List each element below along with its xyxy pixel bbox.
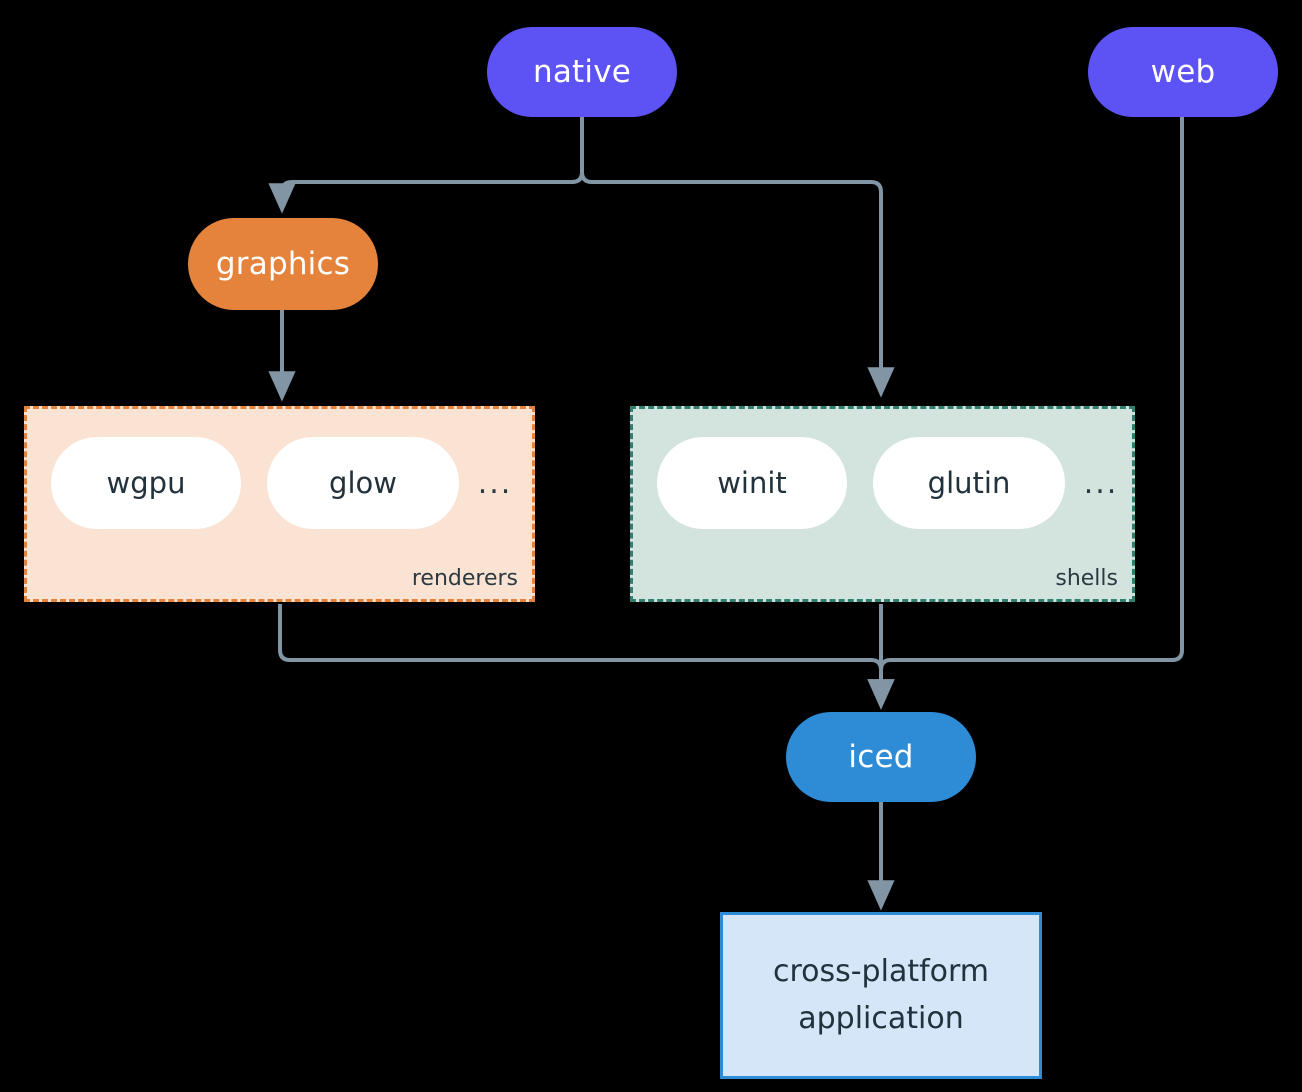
group-renderers: wgpu glow ... renderers — [24, 406, 535, 602]
renderer-item-glow[interactable]: glow — [267, 437, 459, 529]
renderer-item-wgpu-label: wgpu — [106, 466, 186, 500]
edge-native-to-shells — [580, 117, 895, 398]
node-native[interactable]: native — [487, 27, 677, 117]
shell-item-glutin-label: glutin — [927, 466, 1011, 500]
group-renderers-label: renderers — [411, 566, 518, 591]
node-graphics[interactable]: graphics — [188, 218, 378, 310]
edge-web-to-iced — [867, 117, 1184, 710]
node-native-label: native — [532, 53, 632, 90]
shell-item-glutin[interactable]: glutin — [873, 437, 1065, 529]
group-shells: winit glutin ... shells — [630, 406, 1135, 602]
renderer-item-glow-label: glow — [329, 466, 397, 500]
node-application-line2: application — [798, 1000, 964, 1036]
edge-renderers-to-iced — [278, 604, 895, 710]
node-application-line1: cross-platform — [772, 954, 990, 989]
edge-native-to-graphics — [268, 117, 584, 214]
node-iced-label: iced — [848, 738, 914, 775]
shells-more-ellipsis-icon: ... — [1083, 465, 1119, 501]
node-iced[interactable]: iced — [786, 712, 976, 802]
node-graphics-label: graphics — [215, 245, 351, 282]
renderer-item-wgpu[interactable]: wgpu — [51, 437, 241, 529]
shell-item-winit-label: winit — [717, 466, 787, 500]
renderers-more-ellipsis-icon: ... — [477, 465, 513, 501]
node-web[interactable]: web — [1088, 27, 1278, 117]
shell-item-winit[interactable]: winit — [657, 437, 847, 529]
node-cross-platform-application[interactable]: cross-platform application — [720, 912, 1042, 1079]
node-web-label: web — [1150, 53, 1216, 90]
group-shells-label: shells — [1055, 566, 1118, 591]
